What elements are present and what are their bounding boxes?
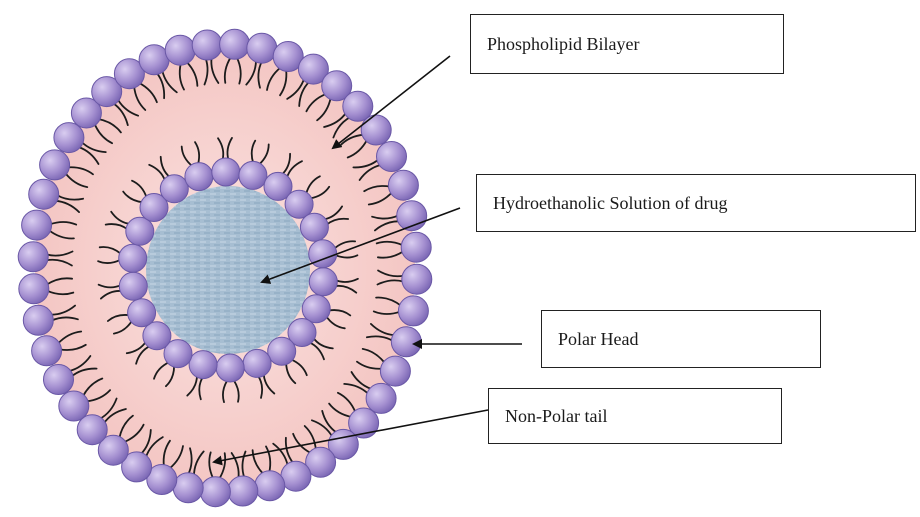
- polar-head: [380, 356, 410, 386]
- polar-head: [59, 391, 89, 421]
- polar-head: [18, 242, 48, 272]
- polar-head: [128, 299, 156, 327]
- label-text: Hydroethanolic Solution of drug: [493, 193, 727, 214]
- polar-head: [300, 213, 328, 241]
- polar-head: [220, 29, 250, 59]
- polar-head: [377, 142, 407, 172]
- polar-head: [160, 175, 188, 203]
- polar-head: [54, 123, 84, 153]
- polar-head: [361, 115, 391, 145]
- polar-head: [119, 244, 147, 272]
- polar-head: [281, 461, 311, 491]
- polar-head: [173, 473, 203, 503]
- polar-head: [255, 471, 285, 501]
- polar-head: [391, 327, 421, 357]
- label-phospholipid-bilayer: Phospholipid Bilayer: [470, 14, 784, 74]
- polar-head: [40, 150, 70, 180]
- polar-head: [32, 336, 62, 366]
- polar-head: [216, 354, 244, 382]
- polar-head: [22, 210, 52, 240]
- polar-head: [401, 232, 431, 262]
- polar-head: [388, 170, 418, 200]
- polar-head: [268, 337, 296, 365]
- label-non-polar-tail: Non-Polar tail: [488, 388, 782, 444]
- polar-head: [19, 274, 49, 304]
- polar-head: [192, 30, 222, 60]
- label-text: Polar Head: [558, 329, 638, 350]
- polar-head: [29, 179, 59, 209]
- polar-head: [212, 158, 240, 186]
- polar-head: [189, 351, 217, 379]
- polar-head: [23, 305, 53, 335]
- polar-head: [200, 477, 230, 507]
- polar-head: [185, 163, 213, 191]
- polar-head: [402, 264, 432, 294]
- polar-head: [366, 383, 396, 413]
- polar-head: [239, 161, 267, 189]
- polar-head: [309, 268, 337, 296]
- polar-head: [302, 295, 330, 323]
- polar-head: [228, 476, 258, 506]
- polar-head: [44, 365, 74, 395]
- polar-head: [139, 45, 169, 75]
- aqueous-core: [146, 186, 310, 354]
- label-text: Phospholipid Bilayer: [487, 34, 640, 55]
- polar-head: [126, 217, 154, 245]
- label-polar-head: Polar Head: [541, 310, 821, 368]
- label-text: Non-Polar tail: [505, 406, 607, 427]
- polar-head: [243, 349, 271, 377]
- label-hydroethanolic-solution: Hydroethanolic Solution of drug: [476, 174, 916, 232]
- polar-head: [119, 272, 147, 300]
- polar-head: [398, 296, 428, 326]
- polar-head: [247, 33, 277, 63]
- polar-head: [165, 35, 195, 65]
